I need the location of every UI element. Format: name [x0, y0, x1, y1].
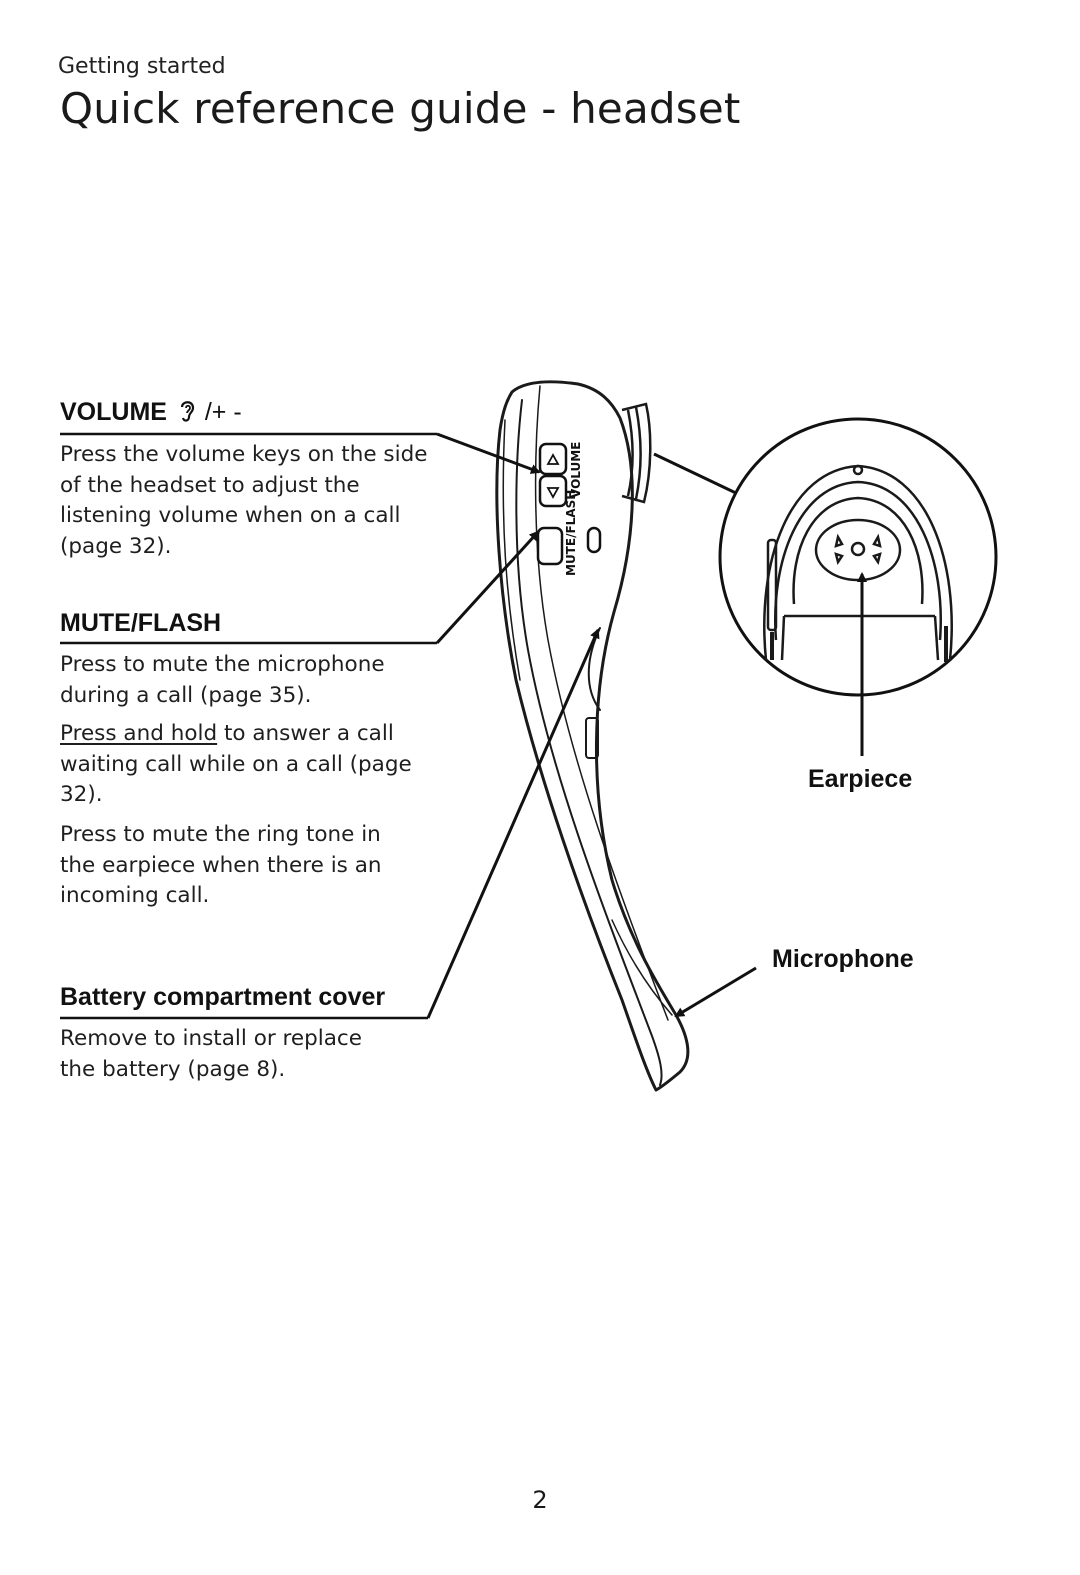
page-number: 2 — [532, 1486, 548, 1514]
earpiece-zoom-line — [653, 452, 739, 496]
volume-heading-suffix: /+ - — [204, 398, 242, 426]
microphone-callout-line — [674, 966, 757, 1018]
section-label: Getting started — [58, 54, 226, 79]
ear-icon — [180, 401, 195, 422]
volume-buttons — [538, 442, 568, 508]
volume-callout-line — [436, 432, 541, 474]
mute-flash-para-2-rest: to answer a call waiting call while on a… — [60, 721, 412, 807]
mute-flash-callout-line — [435, 530, 540, 645]
mute-flash-button — [536, 526, 564, 566]
battery-callout-line — [426, 628, 600, 1019]
page-title: Quick reference guide - headset — [60, 84, 741, 133]
zoom-circle — [718, 417, 998, 697]
device-mute-flash-text: MUTE/FLASH — [564, 490, 578, 576]
headset-body — [495, 380, 690, 1092]
indicator-light — [586, 526, 602, 554]
mute-flash-para-2: Press and hold to answer a call waiting … — [60, 719, 430, 811]
volume-down-icon — [546, 487, 560, 499]
mute-flash-para-3: Press to mute the ring tone in the earpi… — [60, 822, 382, 908]
side-slot — [585, 717, 599, 759]
battery-heading: Battery compartment cover — [60, 983, 386, 1011]
microphone-label: Microphone — [772, 945, 914, 973]
mute-flash-para-1: Press to mute the microphone during a ca… — [60, 652, 385, 708]
earpiece-zoom-view — [718, 417, 998, 697]
volume-heading: VOLUME /+ - — [60, 398, 242, 427]
battery-description: Remove to install or replace the battery… — [60, 1026, 362, 1082]
mute-flash-heading: MUTE/FLASH — [60, 609, 222, 637]
device-volume-text: VOLUME — [569, 442, 583, 498]
press-and-hold-link[interactable]: Press and hold — [60, 721, 218, 746]
volume-up-icon — [546, 453, 560, 465]
volume-heading-label: VOLUME — [60, 398, 167, 426]
volume-description: Press the volume keys on the side of the… — [60, 442, 428, 559]
earpiece-cylinder — [621, 402, 652, 504]
earpiece-label: Earpiece — [808, 765, 913, 793]
